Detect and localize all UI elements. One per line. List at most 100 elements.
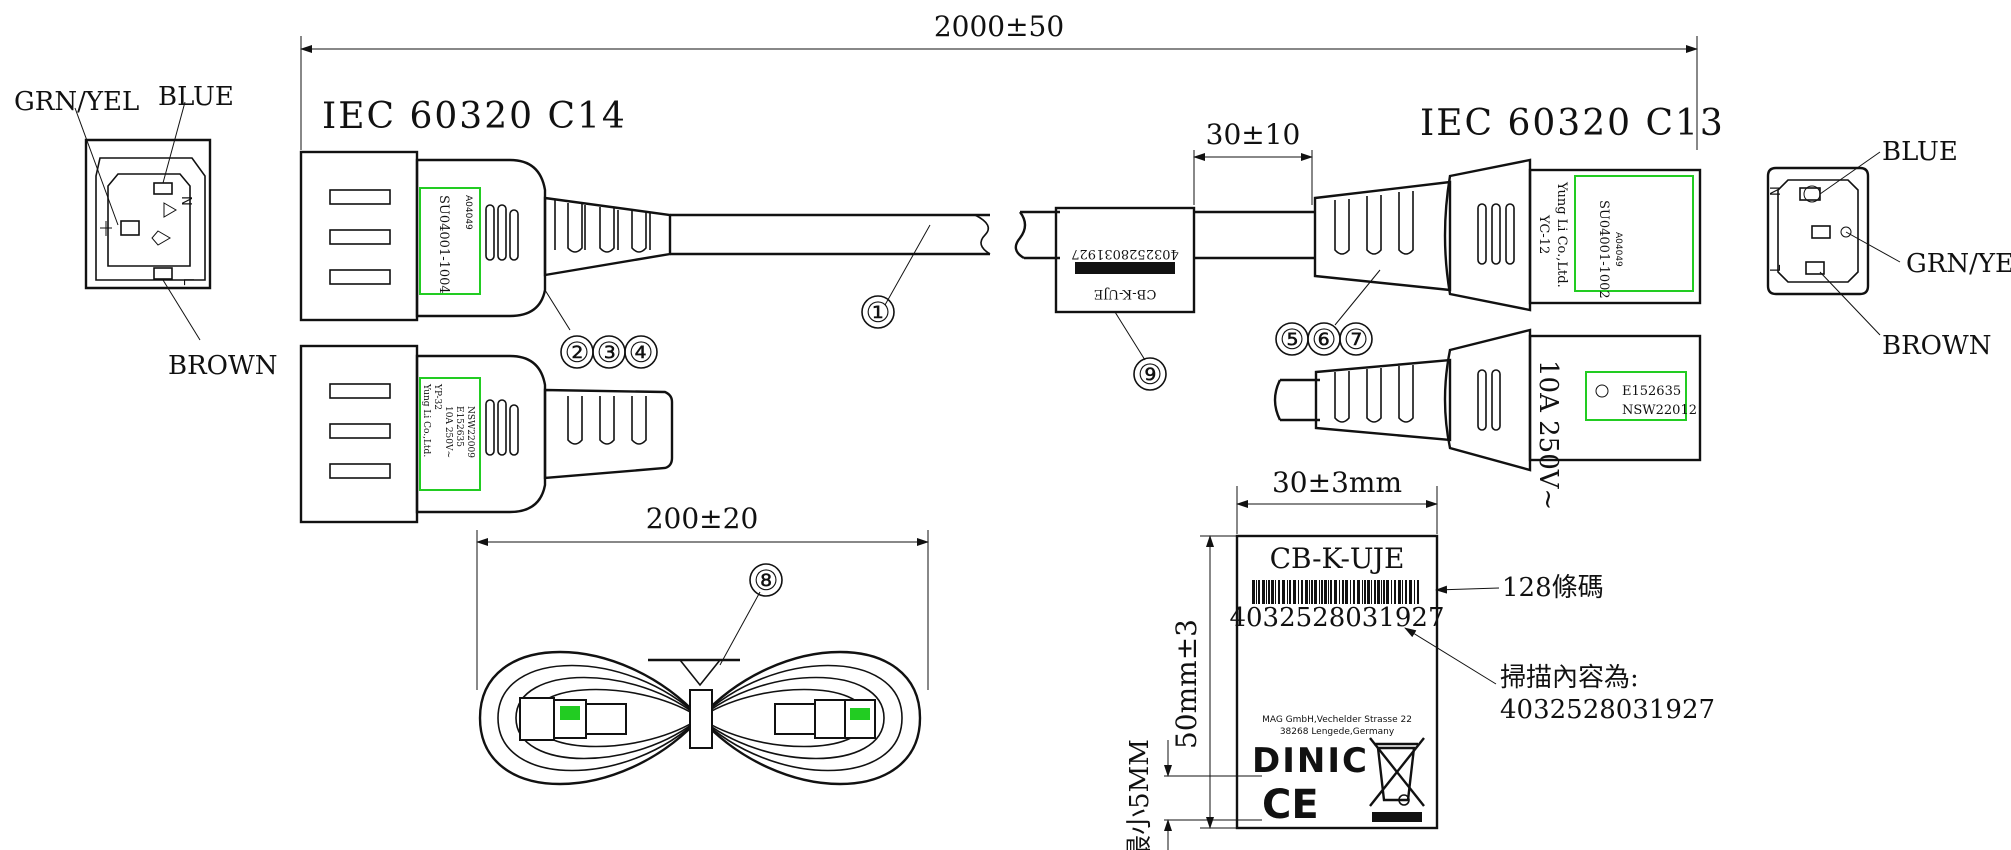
barcode-bar — [1282, 580, 1285, 604]
barcode-bar — [1275, 580, 1276, 604]
callout-8: ⑧ — [753, 564, 778, 597]
c14-plug-top: SU04001-1004 A04049 — [299, 150, 991, 331]
label-address: 38268 Lengede,Germany — [1280, 727, 1395, 737]
barcode-bar — [1398, 580, 1401, 604]
barcode-bar — [1321, 580, 1323, 604]
barcode-bar — [1405, 580, 1407, 604]
barcode-type-label: 128條碼 — [1502, 573, 1604, 603]
c14-bottom-model: YP-32 — [432, 383, 442, 410]
scan-content-value: 4032528031927 — [1500, 695, 1715, 725]
label-brand: DINIC — [1252, 741, 1369, 781]
coiled-cord: ⑧ — [478, 563, 922, 786]
c14-bottom-nsw: NSW22009 — [465, 406, 475, 458]
c14-label-blue: BLUE — [158, 82, 234, 112]
min-clearance-text: 最小5MM — [1125, 739, 1155, 850]
barcode-bar — [1287, 580, 1288, 604]
barcode-bar — [1324, 580, 1327, 604]
callout-9: ⑨ — [1137, 358, 1162, 391]
barcode-bar — [1402, 580, 1403, 604]
barcode-bar — [1386, 580, 1389, 604]
c13-plug-bottom: 10A 250V~ E152635 NSW22012 — [1273, 328, 1702, 510]
label-barcode-number: 4032528031927 — [1229, 603, 1444, 633]
barcode-bar — [1328, 580, 1329, 604]
callout-1: ① — [865, 296, 890, 329]
barcode-bar — [1309, 580, 1310, 604]
barcode-bar — [1417, 580, 1419, 604]
barcode-bar — [1334, 580, 1337, 604]
c13-top-cert: A04049 — [1613, 232, 1623, 267]
c14-bottom-maker: Yung Li Co.,Ltd. — [421, 383, 431, 457]
barcode-bar — [1319, 580, 1320, 604]
cord-label-code: CB-K-UJE — [1094, 286, 1157, 301]
barcode-bar — [1350, 580, 1351, 604]
barcode-bar — [1381, 580, 1382, 604]
callout-7: ⑦ — [1343, 323, 1368, 356]
barcode-bar — [1289, 580, 1291, 604]
barcode-bar — [1305, 580, 1308, 604]
c13-top-model: YC-12 — [1536, 214, 1551, 254]
label-width-dimension: 30±3mm — [1236, 466, 1438, 534]
c13-bottom-rating: 10A 250V~ — [1533, 360, 1563, 510]
barcode-bar — [1271, 580, 1274, 604]
min-clearance-dimension: 最小5MM — [1125, 739, 1262, 850]
callout-4: ④ — [628, 336, 653, 369]
barcode-bar — [1394, 580, 1396, 604]
c14-bottom-ul: E152635 — [454, 406, 464, 447]
c14-top-cert: A04049 — [463, 195, 473, 230]
c14-label-brown: BROWN — [168, 351, 277, 381]
barcode-bar — [1278, 580, 1280, 604]
c14-title: IEC 60320 C14 — [322, 96, 627, 137]
barcode-bar — [1256, 580, 1257, 604]
scan-content-label: 掃描內容為: — [1500, 663, 1639, 693]
label-code: CB-K-UJE — [1270, 542, 1405, 575]
callout-3: ③ — [596, 336, 621, 369]
c14-top-code: SU04001-1004 — [436, 195, 451, 294]
c13-connector-face: N L — [1766, 151, 1901, 336]
c14-label-grn-yel: GRN/YEL — [14, 87, 139, 117]
c13-title: IEC 60320 C13 — [1420, 103, 1725, 144]
barcode-bar — [1409, 580, 1412, 604]
barcode-bar — [1342, 580, 1344, 604]
barcode-bar — [1330, 580, 1332, 604]
barcode-bar — [1391, 580, 1392, 604]
barcode-bar — [1266, 580, 1267, 604]
barcode-bar — [1383, 580, 1385, 604]
c13-pin-n: N — [1769, 186, 1784, 196]
c14-bottom-rating: 10A 250V~ — [443, 406, 453, 458]
label-ce-mark: CE — [1262, 782, 1319, 828]
c14-pin-n: N — [178, 196, 193, 206]
cord-label-flag: 4032528031927 CB-K-UJE ⑨ — [1014, 206, 1315, 391]
c13-plug-top: Yung Li Co.,Ltd. YC-12 SU04001-1002 A040… — [1313, 158, 1702, 326]
callout-5: ⑤ — [1279, 323, 1304, 356]
weee-bin-icon — [1369, 737, 1425, 822]
barcode-bar — [1345, 580, 1348, 604]
c13-bottom-ul: E152635 — [1622, 384, 1681, 399]
c13-pin-l: L — [1769, 264, 1784, 272]
barcode-bar — [1364, 580, 1366, 604]
callout-2: ② — [564, 336, 589, 369]
barcode-bar — [1252, 580, 1255, 604]
cable-label-detail: CB-K-UJE 4032528031927 MAG GmbH,Vechelde… — [1229, 534, 1445, 830]
coil-width-label: 200±20 — [646, 502, 759, 535]
label-offset-label: 30±10 — [1206, 118, 1301, 151]
barcode-bar — [1371, 580, 1372, 604]
barcode-bar — [1357, 580, 1360, 604]
c14-inlet-face: N L — [74, 101, 212, 341]
barcode-bar — [1268, 580, 1270, 604]
c13-label-blue: BLUE — [1882, 137, 1958, 167]
label-offset-dimension: 30±10 — [1193, 118, 1313, 205]
barcode-bar — [1374, 580, 1376, 604]
c13-top-code: SU04001-1002 — [1596, 200, 1611, 299]
c14-plug-bottom: Yung Li Co.,Ltd. YP-32 10A 250V~ E152635… — [299, 344, 674, 524]
cord-label-number: 4032528031927 — [1071, 246, 1179, 261]
label-height-text: 50mm±3 — [1170, 619, 1203, 749]
barcode-bar — [1293, 580, 1296, 604]
barcode-bar — [1339, 580, 1340, 604]
label-height-dimension: 50mm±3 — [1170, 535, 1237, 829]
total-length-label: 2000±50 — [934, 10, 1064, 43]
barcode — [1252, 580, 1419, 604]
barcode-bar — [1353, 580, 1355, 604]
barcode-annotation: 128條碼 掃描內容為: 4032528031927 — [1404, 573, 1715, 725]
label-width-text: 30±3mm — [1272, 466, 1402, 499]
c13-top-maker: Yung Li Co.,Ltd. — [1554, 181, 1569, 288]
